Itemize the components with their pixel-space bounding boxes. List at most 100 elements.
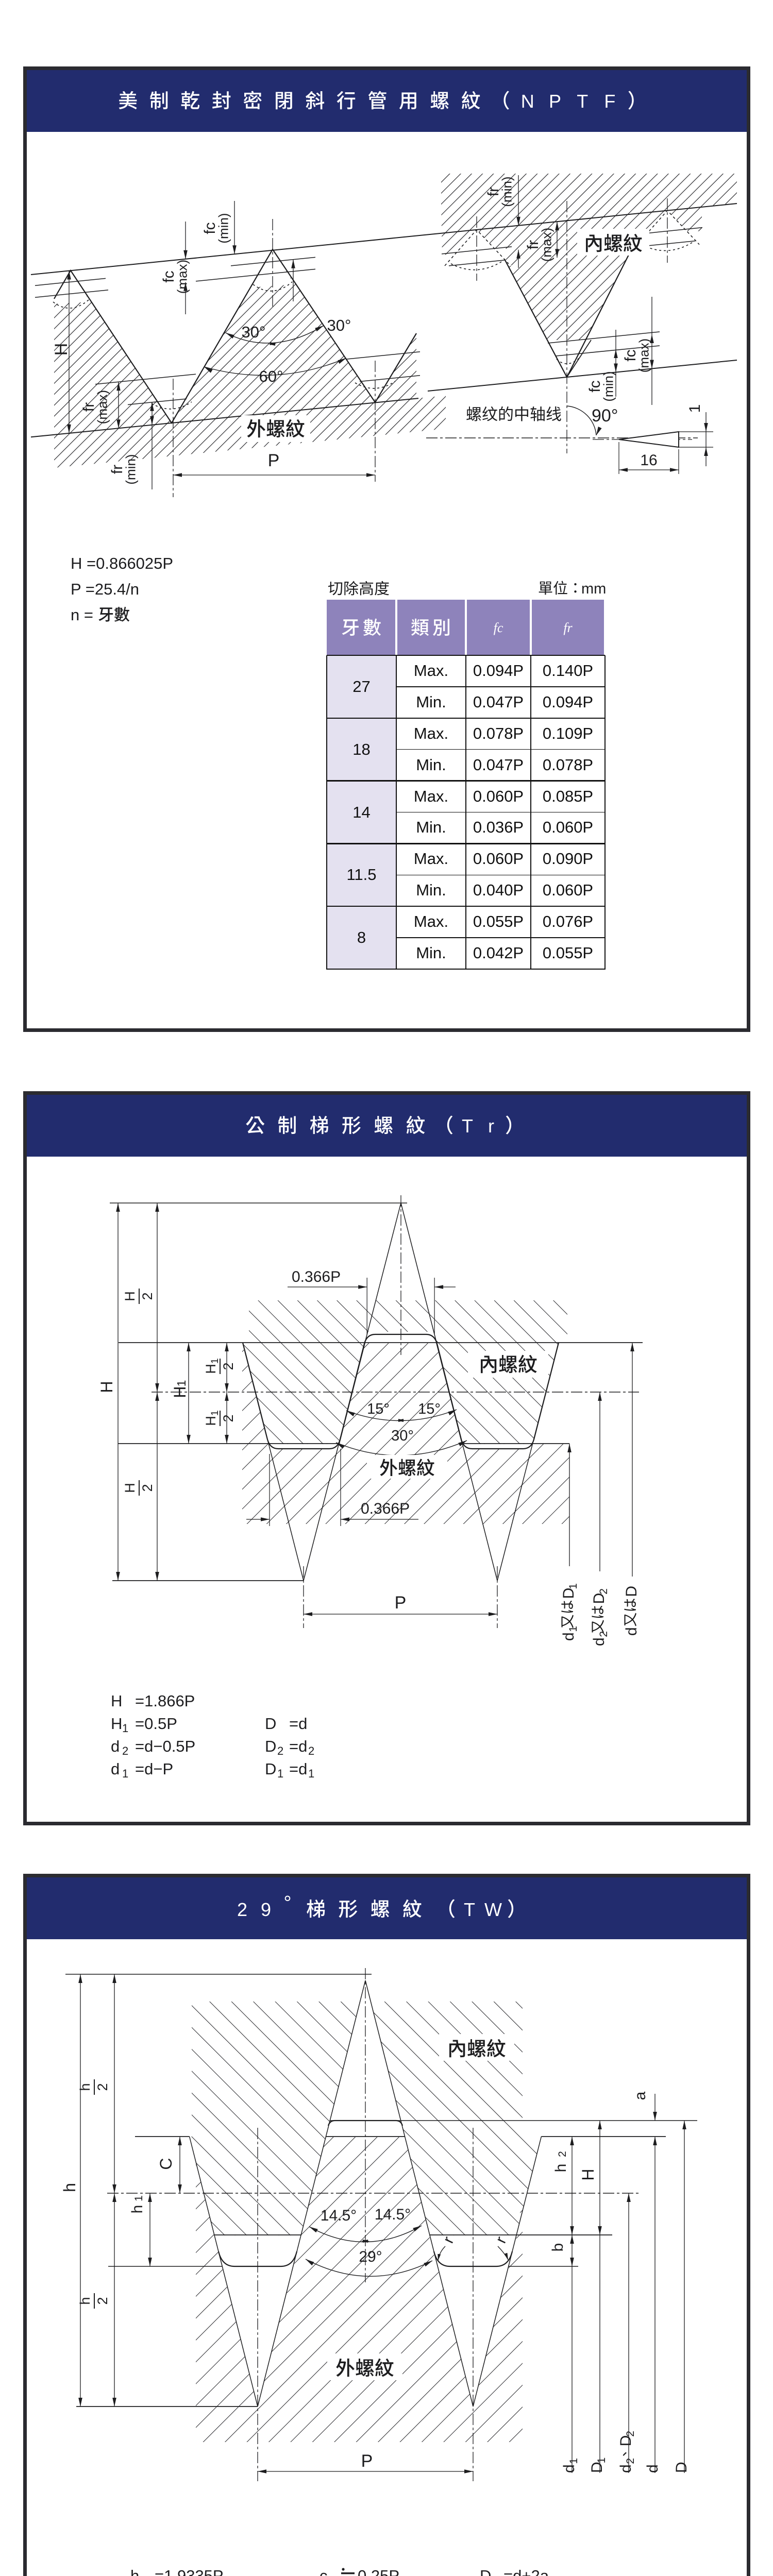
- svg-text:d: d: [591, 1637, 608, 1646]
- svg-text:T: T: [577, 91, 588, 112]
- svg-text:fc: fc: [201, 222, 219, 234]
- svg-text:h: h: [60, 2183, 79, 2192]
- svg-text:h: h: [552, 2164, 569, 2173]
- svg-text:2: 2: [122, 1744, 128, 1757]
- svg-text:fr: fr: [563, 620, 573, 635]
- svg-text:2: 2: [557, 2151, 568, 2157]
- svg-text:H: H: [171, 1386, 189, 1398]
- svg-text:9: 9: [261, 1899, 271, 1920]
- svg-text:30°: 30°: [391, 1428, 414, 1444]
- svg-text:2: 2: [95, 2297, 110, 2304]
- svg-text:2: 2: [140, 1292, 155, 1300]
- svg-text:d: d: [617, 2464, 634, 2473]
- svg-text:P =25.4/n: P =25.4/n: [71, 580, 139, 598]
- svg-text:2: 2: [277, 1744, 283, 1757]
- svg-text:d: d: [560, 1632, 577, 1641]
- svg-text:2: 2: [308, 1744, 314, 1757]
- svg-text:(min): (min): [499, 176, 515, 207]
- svg-text:H: H: [111, 1715, 122, 1733]
- svg-text:D: D: [591, 1593, 608, 1604]
- svg-text:29°: 29°: [359, 2248, 382, 2265]
- svg-text:1: 1: [209, 1358, 221, 1364]
- svg-text:=d−0.5P: =d−0.5P: [135, 1737, 195, 1755]
- svg-text:fc: fc: [494, 620, 503, 635]
- svg-text:1: 1: [277, 1767, 283, 1780]
- svg-text:H: H: [122, 1483, 138, 1493]
- svg-text:1: 1: [567, 1626, 579, 1632]
- svg-text:2: 2: [95, 2083, 110, 2091]
- svg-text:2: 2: [221, 1414, 236, 1422]
- svg-text:D: D: [623, 1586, 640, 1597]
- svg-text:H: H: [203, 1416, 219, 1426]
- svg-text:C: C: [157, 2158, 175, 2170]
- svg-text:F: F: [604, 91, 615, 112]
- svg-text:T: T: [464, 1899, 475, 1920]
- svg-text:H: H: [97, 1381, 116, 1393]
- svg-text:1: 1: [596, 2458, 608, 2464]
- svg-text:fc: fc: [160, 270, 177, 282]
- svg-text:=1.866P: =1.866P: [135, 1692, 195, 1710]
- svg-text:D: D: [560, 1588, 577, 1599]
- svg-text:30°: 30°: [242, 323, 266, 341]
- svg-text:(min): (min): [601, 371, 616, 401]
- svg-text:P: P: [549, 91, 561, 112]
- svg-text:2: 2: [237, 1899, 247, 1920]
- svg-text:2: 2: [140, 1484, 155, 1492]
- svg-text:b: b: [549, 2243, 566, 2252]
- svg-text:=d: =d: [289, 1737, 307, 1755]
- svg-text:h: h: [129, 2205, 146, 2214]
- svg-text:D: D: [673, 2462, 690, 2473]
- svg-text:0.366P: 0.366P: [361, 1500, 410, 1517]
- svg-text:2: 2: [598, 1631, 610, 1637]
- svg-text:D: D: [265, 1760, 276, 1778]
- svg-text:1: 1: [686, 404, 703, 413]
- svg-text:fr: fr: [80, 402, 97, 412]
- svg-text:H: H: [122, 1291, 138, 1301]
- svg-text:fc: fc: [622, 349, 639, 361]
- svg-text:D: D: [265, 1715, 276, 1733]
- svg-text:r: r: [488, 1115, 494, 1137]
- svg-text:15°: 15°: [418, 1401, 441, 1417]
- svg-text:P: P: [361, 2451, 373, 2471]
- svg-text:30°: 30°: [327, 316, 351, 334]
- svg-text:=1.9335P: =1.9335P: [155, 2567, 224, 2576]
- svg-text:1: 1: [209, 1410, 221, 1416]
- svg-text:1: 1: [175, 1380, 188, 1387]
- svg-text:H: H: [203, 1364, 219, 1374]
- svg-text:d: d: [111, 1737, 120, 1755]
- svg-text:16: 16: [640, 452, 657, 469]
- svg-text:W: W: [484, 1899, 502, 1920]
- svg-text:=d−P: =d−P: [135, 1760, 173, 1778]
- svg-text:(max): (max): [95, 390, 110, 424]
- svg-text:D: D: [617, 2435, 634, 2447]
- svg-text:fc: fc: [586, 380, 603, 392]
- svg-text:d: d: [644, 2464, 661, 2473]
- svg-text:0.366P: 0.366P: [292, 1268, 341, 1285]
- svg-text:=d: =d: [289, 1715, 307, 1733]
- svg-text:d: d: [561, 2464, 578, 2473]
- svg-text:1: 1: [122, 1767, 128, 1780]
- svg-text:(min): (min): [216, 213, 231, 243]
- svg-text:D: D: [480, 2567, 491, 2576]
- svg-text:15°: 15°: [367, 1401, 390, 1417]
- svg-text:h: h: [77, 2297, 93, 2304]
- svg-text:(min): (min): [123, 454, 139, 484]
- svg-text:14.5°: 14.5°: [375, 2206, 411, 2223]
- svg-text:P: P: [268, 451, 280, 470]
- svg-text:60°: 60°: [259, 367, 283, 385]
- svg-text:d: d: [623, 1627, 640, 1636]
- svg-text:1: 1: [308, 1767, 314, 1780]
- svg-text:(max): (max): [636, 338, 652, 372]
- svg-text:D: D: [589, 2462, 606, 2473]
- svg-text:H =0.866025P: H =0.866025P: [71, 554, 173, 572]
- svg-text:h: h: [130, 2567, 139, 2576]
- svg-text:2: 2: [221, 1362, 236, 1370]
- svg-text:(max): (max): [539, 228, 554, 262]
- svg-text:1: 1: [122, 1722, 128, 1735]
- svg-text:n =: n =: [71, 606, 93, 624]
- svg-text:=d: =d: [289, 1760, 307, 1778]
- svg-text:90°: 90°: [592, 406, 618, 426]
- svg-text:P: P: [395, 1593, 407, 1613]
- svg-text:fr: fr: [485, 187, 502, 196]
- svg-text:°: °: [283, 1892, 291, 1914]
